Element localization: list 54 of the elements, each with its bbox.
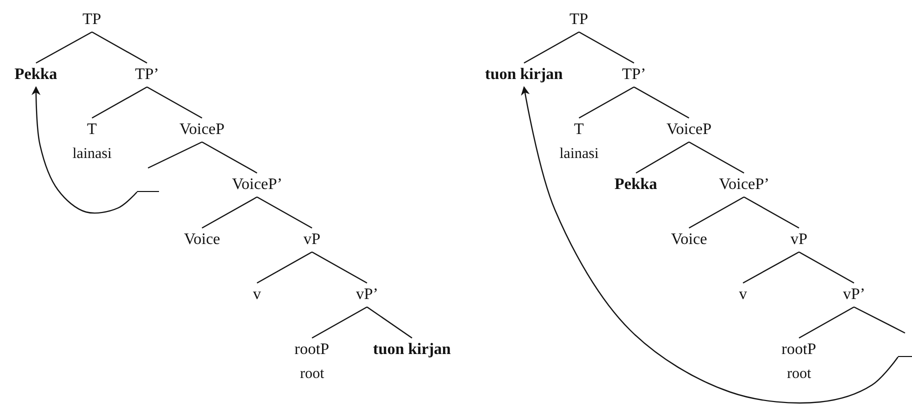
word-label: root — [787, 365, 812, 384]
tree-label: vP’ — [356, 283, 378, 307]
tree-branch — [312, 306, 368, 339]
word-label: root — [300, 365, 324, 384]
tree-label: vP — [790, 228, 808, 252]
tree-label: tuon kirjan — [373, 338, 451, 362]
tree-branch — [256, 251, 312, 284]
tree-label: v — [253, 283, 261, 307]
movement-arrow — [520, 86, 898, 404]
tree-branch — [578, 31, 634, 64]
tree-label: VoiceP — [666, 118, 712, 142]
tree-branch — [742, 251, 800, 284]
tree-branch — [146, 86, 202, 119]
tree-label: Voice — [671, 228, 708, 252]
tree-branch — [202, 141, 258, 174]
tree-branch — [256, 196, 312, 229]
tree-label: TP’ — [622, 63, 646, 87]
tree-branch — [578, 86, 634, 119]
tree-branch — [798, 306, 854, 339]
tree-label: vP’ — [843, 283, 866, 307]
tree-branch — [854, 306, 906, 334]
tree-label: rootP — [294, 338, 330, 362]
tree-branch — [366, 306, 412, 338]
tree-branch — [36, 31, 92, 64]
tree-branch — [202, 196, 258, 229]
tree-branch — [312, 251, 368, 284]
tree-label: VoiceP’ — [719, 173, 770, 197]
tree-label: VoiceP — [180, 118, 225, 142]
tree-branch — [636, 141, 690, 174]
tree-branch — [744, 196, 800, 229]
tree-label: rootP — [782, 338, 816, 362]
movement-arrow — [32, 86, 138, 214]
tree-label: Voice — [184, 228, 220, 252]
tree-label: vP — [304, 228, 320, 252]
tree-label: T — [87, 118, 97, 142]
tree-branch — [798, 251, 854, 284]
tree-label: TP’ — [135, 63, 159, 87]
tree-label: Pekka — [14, 63, 58, 87]
tree-label: T — [574, 118, 584, 142]
tree-label: tuon kirjan — [485, 63, 563, 87]
tree-branch — [688, 141, 744, 174]
tree-label: Pekka — [614, 173, 658, 197]
tree-label: TP — [82, 8, 102, 32]
tree-branch — [148, 141, 202, 169]
word-label: lainasi — [560, 145, 599, 164]
tree-label: v — [739, 283, 747, 307]
tree-label: TP — [570, 8, 588, 32]
word-label: lainasi — [72, 145, 112, 164]
tree-branch — [92, 86, 148, 119]
tree-branch — [524, 31, 580, 64]
tree-branch — [688, 196, 744, 229]
tree-branch — [92, 31, 148, 64]
tree-branch — [634, 86, 690, 119]
tree-label: VoiceP’ — [232, 173, 282, 197]
